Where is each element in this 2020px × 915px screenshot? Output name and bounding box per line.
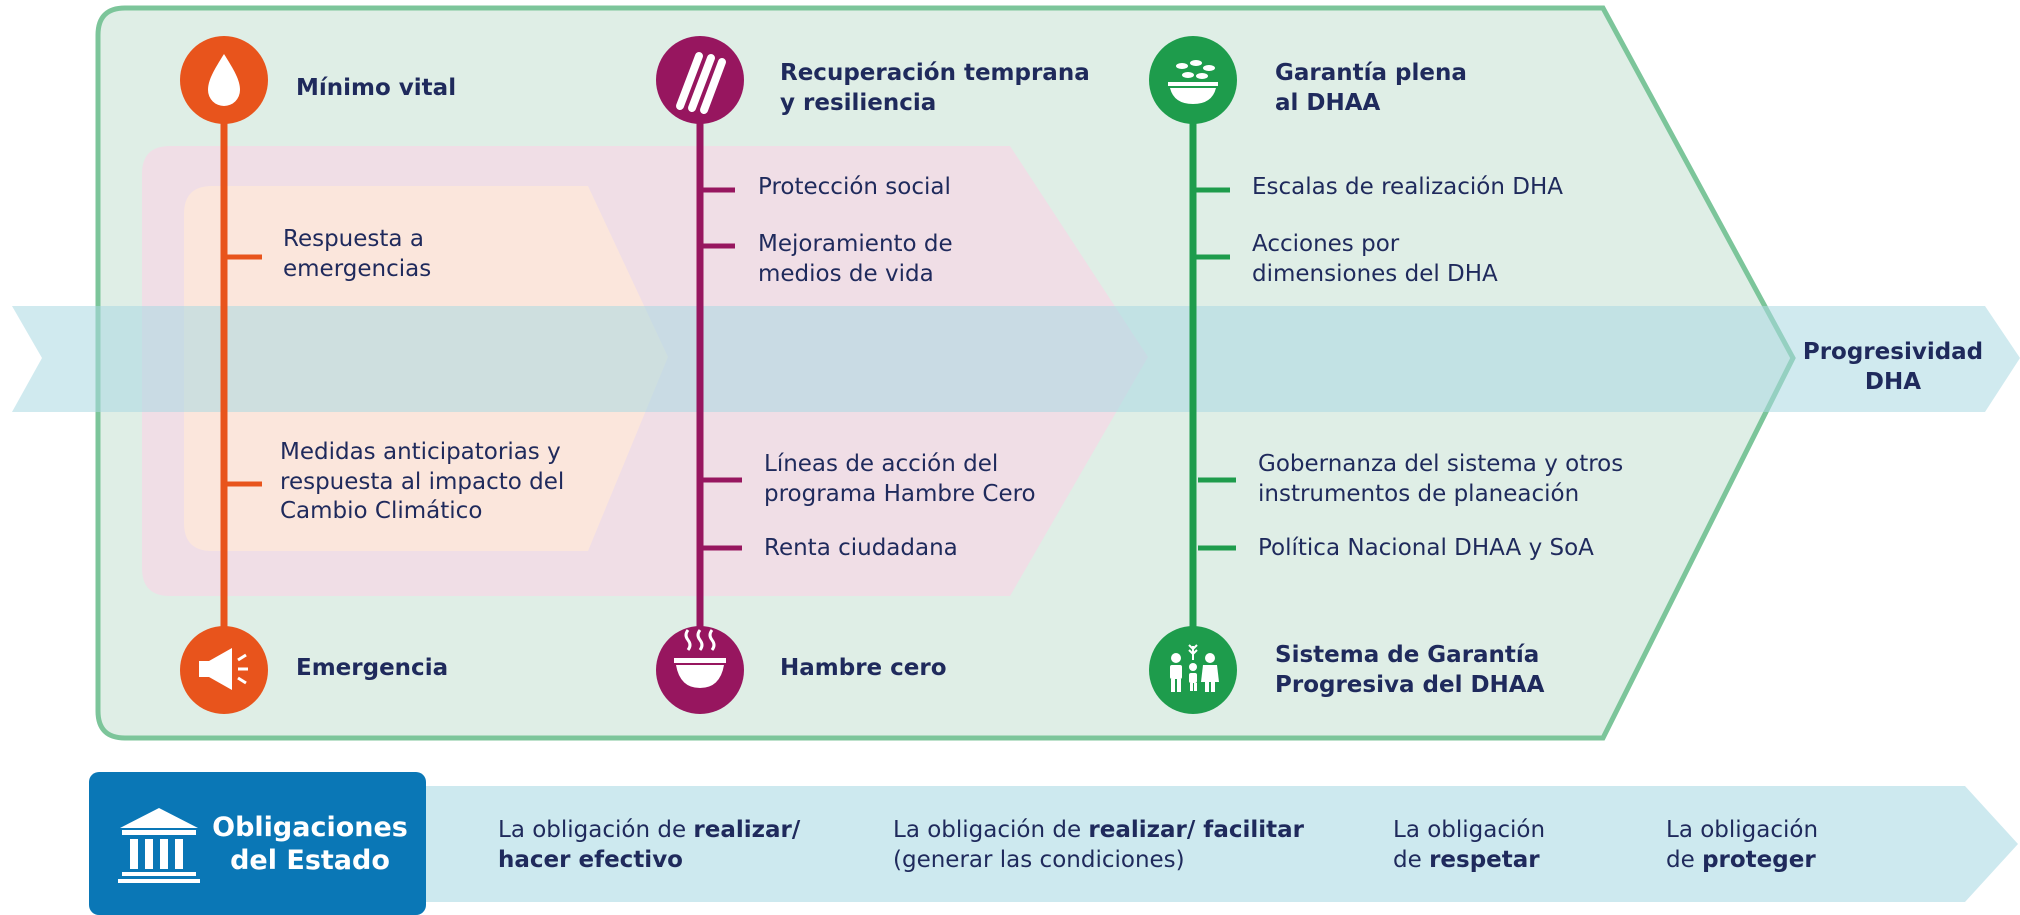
item-escalas-realizacion: Escalas de realización DHA bbox=[1252, 174, 1563, 200]
grain-stalks-icon bbox=[656, 36, 744, 124]
water-drop-icon bbox=[180, 36, 268, 124]
item-renta-ciudadana: Renta ciudadana bbox=[764, 535, 958, 561]
progresividad-label-line2: DHA bbox=[1864, 369, 1922, 395]
item-lineas-accion-line1: Líneas de acción del bbox=[764, 451, 999, 477]
item-gobernanza-line2: instrumentos de planeación bbox=[1258, 481, 1580, 507]
obligacion-proteger-line2: de proteger bbox=[1666, 847, 1816, 873]
obligations-arrow-band bbox=[420, 786, 2018, 902]
hot-bowl-icon bbox=[656, 626, 744, 714]
item-acciones-line2: dimensiones del DHA bbox=[1252, 261, 1498, 287]
item-acciones-line1: Acciones por bbox=[1252, 231, 1400, 257]
item-medidas-line3: Cambio Climático bbox=[280, 498, 483, 524]
item-respuesta-emergencias-line2: emergencias bbox=[283, 256, 432, 282]
phase-title-minimo-vital: Mínimo vital bbox=[296, 75, 457, 101]
item-lineas-accion-line2: programa Hambre Cero bbox=[764, 481, 1036, 507]
family-icon bbox=[1149, 626, 1237, 714]
item-mejoramiento-line1: Mejoramiento de bbox=[758, 231, 953, 257]
obligaciones-title-line2: del Estado bbox=[230, 845, 390, 876]
item-gobernanza-line1: Gobernanza del sistema y otros bbox=[1258, 451, 1624, 477]
obligacion-facilitar-line2: (generar las condiciones) bbox=[893, 847, 1185, 873]
obligacion-respetar-line2: de respetar bbox=[1393, 847, 1540, 873]
phase-title-recuperacion-line2: y resiliencia bbox=[780, 90, 937, 116]
phase-end-hambre-cero: Hambre cero bbox=[780, 655, 947, 681]
megaphone-icon bbox=[180, 626, 268, 714]
obligaciones-title-line1: Obligaciones bbox=[212, 812, 408, 843]
item-medidas-line1: Medidas anticipatorias y bbox=[280, 439, 561, 465]
obligacion-realizar-line1: La obligación de realizar/ bbox=[498, 817, 801, 843]
item-mejoramiento-line2: medios de vida bbox=[758, 261, 934, 287]
item-respuesta-emergencias-line1: Respuesta a bbox=[283, 226, 424, 252]
progression-arrow-band bbox=[12, 306, 2020, 412]
obligacion-respetar-line1: La obligación bbox=[1393, 817, 1546, 843]
obligacion-realizar-line2: hacer efectivo bbox=[498, 847, 683, 873]
phase-end-sistema-line1: Sistema de Garantía bbox=[1275, 642, 1540, 668]
food-bowl-icon bbox=[1149, 36, 1237, 124]
phase-end-emergencia: Emergencia bbox=[296, 655, 449, 681]
phase-end-sistema-line2: Progresiva del DHAA bbox=[1275, 672, 1545, 698]
phase-title-garantia-line1: Garantía plena bbox=[1275, 60, 1467, 86]
obligacion-proteger-line1: La obligación bbox=[1666, 817, 1819, 843]
item-medidas-line2: respuesta al impacto del bbox=[280, 469, 565, 495]
government-building-icon bbox=[118, 808, 200, 883]
phase-title-recuperacion-line1: Recuperación temprana bbox=[780, 60, 1090, 86]
item-proteccion-social: Protección social bbox=[758, 174, 951, 200]
item-politica-nacional: Política Nacional DHAA y SoA bbox=[1258, 535, 1594, 561]
obligacion-facilitar-line1: La obligación de realizar/ facilitar bbox=[893, 817, 1304, 843]
progresividad-label-line1: Progresividad bbox=[1802, 339, 1984, 365]
phase-title-garantia-line2: al DHAA bbox=[1275, 90, 1381, 116]
